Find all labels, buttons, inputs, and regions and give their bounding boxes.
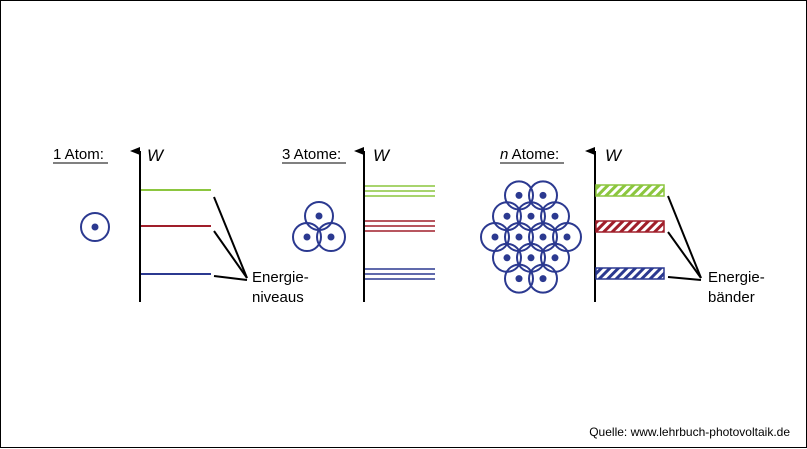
- panel-one-axis-label: W: [147, 146, 165, 165]
- atom-shell: [292, 222, 322, 252]
- atom-nucleus: [563, 233, 571, 241]
- atom-nucleus: [515, 191, 523, 199]
- energy-band-green: [595, 184, 665, 197]
- atom-nucleus: [515, 233, 523, 241]
- atom-nucleus: [491, 233, 499, 241]
- callout-line-bands-3: [667, 276, 702, 281]
- split-levels-blue: [365, 268, 435, 280]
- callout-levels-line1: Energie-: [252, 269, 309, 286]
- atom-shell: [504, 263, 534, 294]
- panel-n-title: n Atome:: [500, 146, 559, 163]
- n-atom-cluster: [480, 180, 582, 294]
- callout-bands-line1: Energie-: [708, 269, 765, 286]
- energy-band-red: [595, 220, 665, 233]
- atom-shell: [316, 222, 346, 252]
- split-levels-green: [365, 185, 435, 197]
- panel-one-atom: 1 Atom: W Energie- niveaus: [53, 146, 309, 306]
- callout-bands-line2: bänder: [708, 289, 755, 306]
- panel-n-atoms: n Atome: W Energie- bänder: [480, 146, 765, 306]
- split-levels-red: [365, 220, 435, 232]
- panel-n-axis-label: W: [605, 146, 623, 165]
- energy-band-blue: [595, 267, 665, 280]
- callout-line-levels-1: [213, 196, 248, 279]
- callout-line-bands-1: [667, 195, 702, 279]
- atom-nucleus: [539, 191, 547, 199]
- atom-shell: [528, 263, 558, 294]
- atom-nucleus: [551, 212, 559, 220]
- single-atom-shell: [80, 212, 110, 242]
- panel-three-title: 3 Atome:: [282, 146, 341, 163]
- atom-nucleus: [303, 233, 311, 241]
- atom-nucleus: [503, 254, 511, 262]
- atom-nucleus: [527, 212, 535, 220]
- panel-one-title: 1 Atom:: [53, 146, 104, 163]
- atom-nucleus: [527, 254, 535, 262]
- atom-nucleus: [503, 212, 511, 220]
- callout-levels-line2: niveaus: [252, 289, 304, 306]
- three-atom-cluster: [292, 201, 346, 252]
- atom-nucleus: [551, 254, 559, 262]
- panel-three-axis-label: W: [373, 146, 391, 165]
- callout-line-levels-3: [213, 275, 248, 281]
- callout-line-levels-2: [213, 230, 248, 279]
- atom-nucleus: [515, 275, 523, 283]
- source-credit: Quelle: www.lehrbuch-photovoltaik.de: [589, 425, 790, 439]
- atom-nucleus: [327, 233, 335, 241]
- atom-nucleus: [539, 275, 547, 283]
- atom-nucleus: [539, 233, 547, 241]
- atom-nucleus: [315, 212, 323, 220]
- panel-three-atoms: 3 Atome: W: [282, 146, 435, 302]
- single-atom-nucleus: [91, 223, 99, 231]
- callout-line-bands-2: [667, 231, 702, 279]
